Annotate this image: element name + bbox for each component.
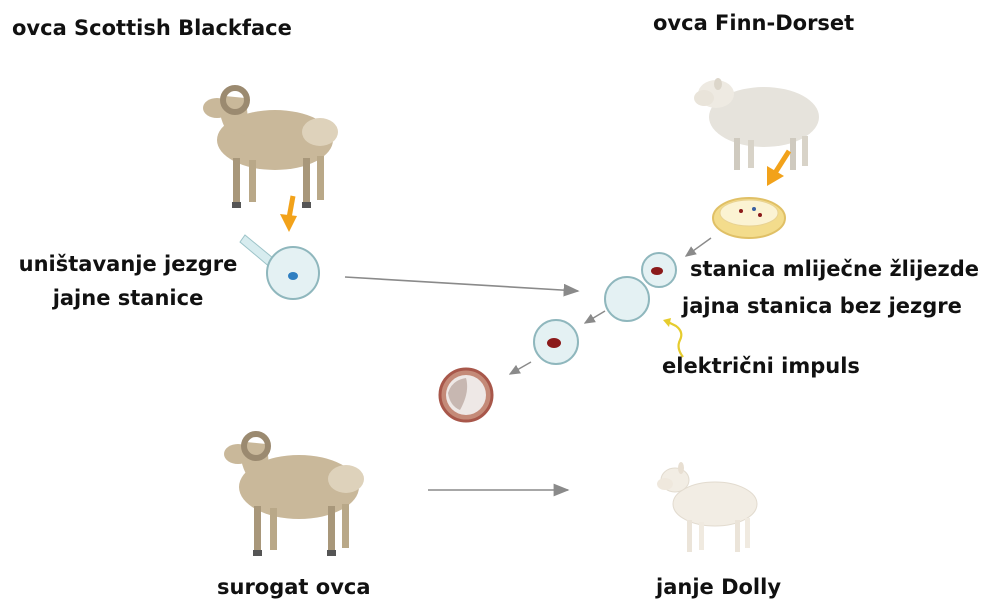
fused-cell bbox=[534, 320, 578, 364]
electric-pulse-icon bbox=[668, 322, 683, 357]
dolly-lamb-icon bbox=[657, 462, 757, 552]
enucleated-egg-cell bbox=[605, 277, 649, 321]
orange-arrow-left bbox=[280, 196, 297, 232]
arrow-fusion bbox=[585, 311, 605, 323]
arrow-to-embryo bbox=[510, 362, 531, 374]
finn-dorset-sheep-icon bbox=[694, 78, 819, 170]
egg-cell-enucleation bbox=[267, 247, 319, 299]
arrow-transfer-egg bbox=[345, 277, 578, 291]
surrogate-sheep-icon bbox=[224, 434, 364, 556]
arrow-dish-to-cell bbox=[686, 238, 711, 256]
embryo bbox=[440, 369, 492, 421]
petri-dish-icon bbox=[713, 198, 785, 238]
scottish-blackface-sheep-icon bbox=[203, 88, 338, 208]
orange-arrow-right bbox=[767, 151, 789, 186]
electric-pulse-arrowhead bbox=[663, 318, 671, 327]
mammary-cell bbox=[642, 253, 676, 287]
